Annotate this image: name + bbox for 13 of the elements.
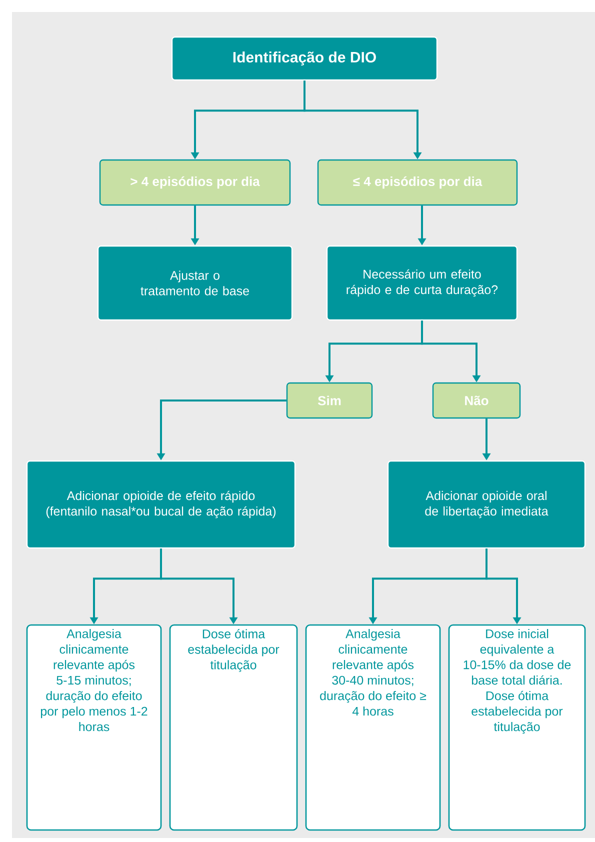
outcome-box: Analgesia clinicamente relevante após 5-15 minutos; duração do efeito por pelo menos 1-2 horas [26, 624, 162, 831]
condition-box: ≤ 4 episódios por dia [317, 159, 518, 206]
outcome-box: Dose inicial equivalente a 10-15% da dose de base total diária. Dose ótima estabelecida por titulação [448, 624, 586, 831]
action-box: Necessário um efeito rápido e de curta duração? [326, 245, 518, 321]
condition-box: Não [432, 382, 521, 419]
action-box: Ajustar o tratamento de base [97, 245, 293, 321]
outcome-box: Analgesia clinicamente relevante após 30-40 minutos; duração do efeito ≥ 4 horas [305, 624, 441, 831]
outcome-box: Dose ótima estabelecida por titulação [169, 624, 298, 831]
condition-box: > 4 episódios por dia [99, 159, 291, 206]
action-box: Adicionar opioide de efeito rápido (fentanilo nasal*ou bucal de ação rápida) [26, 460, 296, 549]
title-box: Identificação de DIO [171, 36, 438, 81]
condition-box: Sim [286, 382, 373, 419]
action-box: Adicionar opioide oral de libertação imediata [387, 460, 586, 549]
